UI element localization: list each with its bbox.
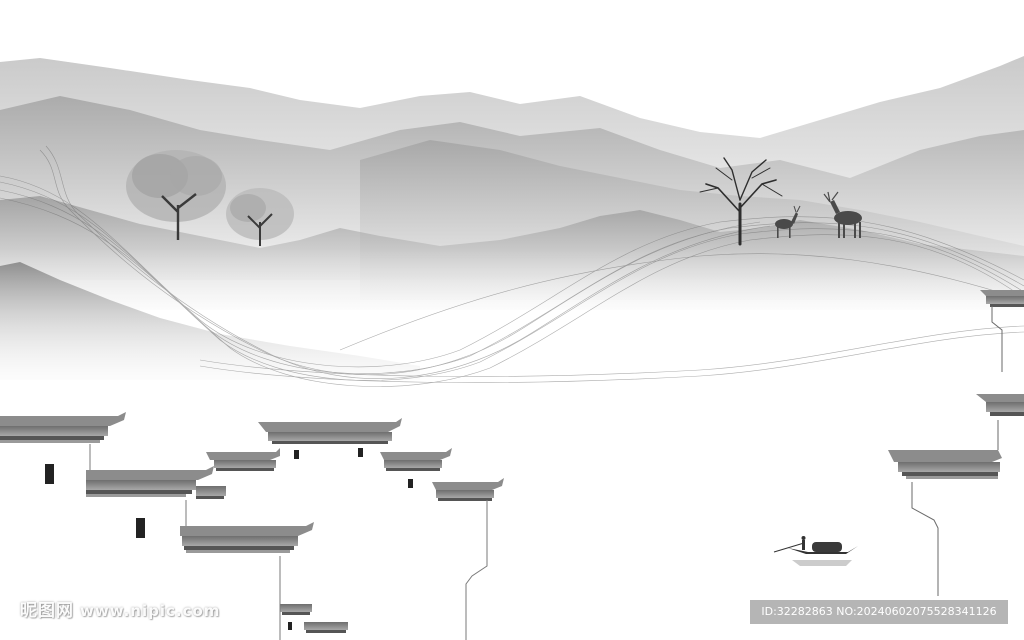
roof-7	[380, 448, 452, 471]
roof-1	[0, 412, 126, 443]
roof-5	[206, 448, 280, 471]
tree-small-left	[226, 188, 294, 246]
tree-large-left	[126, 150, 226, 240]
nipic-watermark: 昵图网 www.nipic.com	[20, 598, 220, 624]
flowing-ink-ribbons	[0, 145, 1024, 387]
roof-8	[432, 478, 504, 501]
roof-6	[258, 418, 402, 444]
bare-tree-right	[699, 157, 783, 246]
image-id-badge: ID:32282863 NO:20240602075528341126	[750, 600, 1008, 624]
watermark-brand: 昵图网	[20, 601, 74, 621]
wall-edges-left	[89, 444, 488, 640]
roof-4	[180, 522, 314, 553]
village-windows-left	[45, 448, 413, 630]
watermark-site: www.nipic.com	[80, 602, 221, 620]
roof-2	[86, 466, 214, 497]
deer-small	[775, 205, 801, 238]
roof-3	[196, 486, 226, 499]
roof-9	[280, 604, 348, 633]
deer-large	[823, 191, 862, 238]
fishing-boat	[773, 536, 858, 566]
village-roofs-left	[0, 412, 504, 633]
